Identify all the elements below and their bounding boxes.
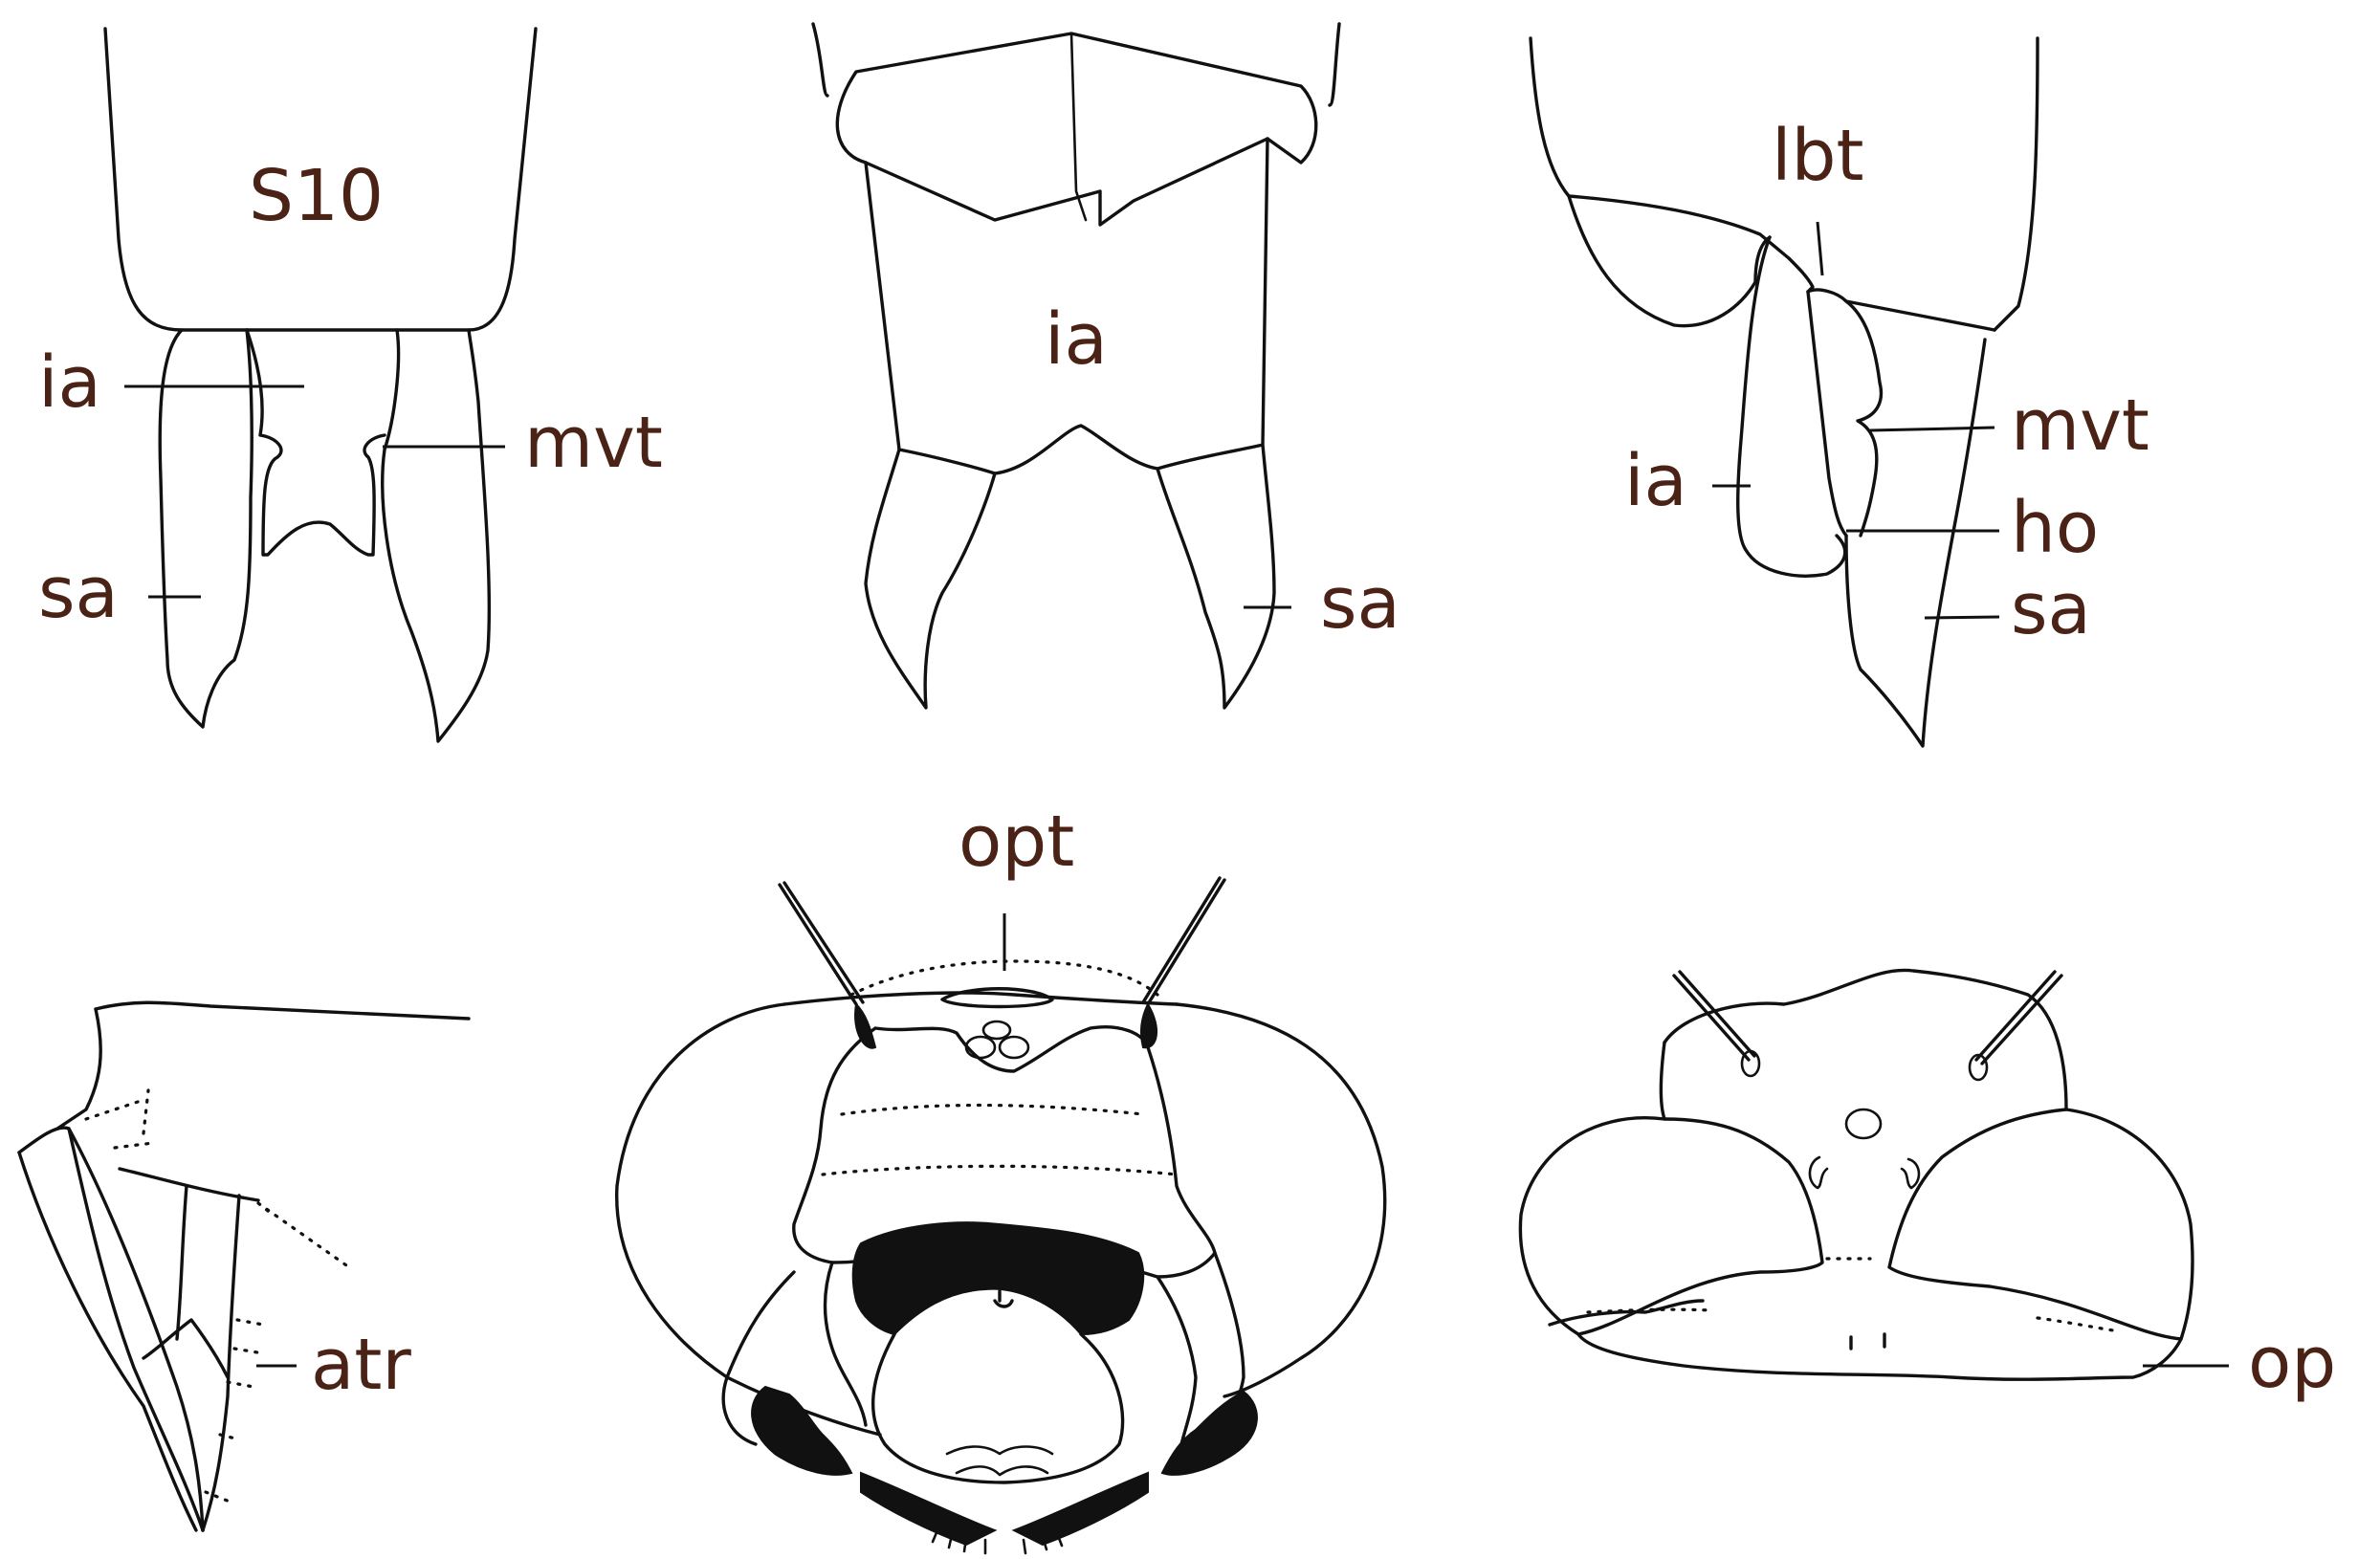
p6-dots-right — [2036, 1316, 2121, 1333]
p5-frons-dots — [821, 1103, 1179, 1176]
p5-opt-dotted-arc — [849, 959, 1159, 997]
p4-vein-inner — [67, 1127, 205, 1532]
p4-label-atr: atr — [311, 1324, 411, 1406]
p5-mouth-outline — [870, 1332, 1125, 1484]
p4-cell-top — [118, 1167, 260, 1202]
p3-mvt-notch — [1844, 299, 1884, 538]
p3-inner-edge — [1806, 290, 1848, 538]
p2-left-appendage — [864, 448, 997, 710]
p1-left-appendage — [158, 328, 253, 729]
p6-ocellus-lateral-left — [1808, 1155, 1829, 1190]
p5-head-top — [782, 991, 1179, 1006]
p5-left-antenna — [778, 881, 865, 1006]
p1-ia-plate — [245, 328, 386, 557]
panel-3-abdomen-lateral: lbt mvt ia ho sa — [1529, 36, 2149, 748]
p5-frons-plate — [792, 1025, 1217, 1279]
p3-sa-leader — [1924, 615, 2000, 620]
p3-left-lobe — [1567, 194, 1772, 328]
panel-6-head-dorsal: op — [1518, 968, 2336, 1404]
p6-dots-left — [1586, 1307, 1714, 1314]
p2-right-appendage — [1156, 443, 1276, 710]
p4-cell-cross — [142, 1318, 230, 1379]
p6-occipital-edge — [1548, 1299, 1705, 1327]
p2-label-sa: sa — [1320, 562, 1400, 645]
p5-labium-black — [860, 1471, 1149, 1547]
p5-ocellus-right — [998, 1035, 1030, 1060]
p5-ocellus-left — [964, 1035, 997, 1060]
p2-ia-plate — [864, 137, 1269, 475]
p3-label-lbt: lbt — [1772, 115, 1864, 197]
p5-label-opt: opt — [959, 801, 1074, 883]
panel-4-wing-base: atr — [17, 1000, 471, 1532]
p3-ia-lobe — [1736, 235, 1847, 578]
p2-body-sides — [811, 22, 1341, 107]
p6-left-eye — [1518, 1116, 1824, 1336]
p5-palp-left — [751, 1385, 853, 1476]
p4-cell-verticals — [175, 1184, 241, 1532]
p5-setae-bottom — [931, 1528, 1064, 1555]
p1-label-s10: S10 — [249, 155, 384, 237]
p6-antenna-socket-left — [1740, 1049, 1761, 1078]
p3-lbt-leader — [1816, 221, 1824, 276]
p3-label-ia: ia — [1624, 440, 1687, 522]
p6-vertex-outline — [1663, 968, 2068, 1111]
p1-right-appendage — [381, 328, 492, 743]
p3-label-sa: sa — [2011, 568, 2091, 650]
p2-midline — [1069, 32, 1088, 222]
p5-lower-left-mandible — [721, 1261, 868, 1446]
p3-mvt-leader — [1869, 426, 1995, 432]
p6-center-stub — [1849, 1332, 1886, 1350]
p2-top-plate — [835, 32, 1318, 227]
p4-vein-outer — [17, 1126, 205, 1532]
p5-antenna-base-left — [854, 1001, 877, 1049]
p5-ocellus-center — [981, 1020, 1012, 1041]
p5-ocellar-area — [940, 987, 1054, 1009]
p3-label-ho: ho — [2011, 487, 2099, 569]
p6-lower-margin — [1576, 1332, 2183, 1381]
p4-top-margin — [94, 1000, 471, 1021]
p6-right-eye — [1887, 1108, 2194, 1341]
p4-front-edge — [55, 1007, 102, 1131]
p6-ocellus-median — [1844, 1108, 1883, 1140]
p5-mentum-lines — [945, 1445, 1054, 1477]
p3-label-mvt: mvt — [2011, 384, 2149, 467]
p6-antenna-socket-right — [1968, 1053, 1989, 1082]
p1-label-mvt: mvt — [524, 402, 663, 484]
p5-palp-right — [1160, 1390, 1258, 1476]
p6-antenna-right — [1974, 970, 2063, 1065]
p3-lbt-process — [1787, 256, 1996, 332]
p6-antenna-left — [1672, 970, 1756, 1062]
p5-antenna-base-right — [1139, 1001, 1158, 1049]
p2-label-ia: ia — [1045, 298, 1108, 381]
p5-labrum-black — [851, 1221, 1145, 1336]
panel-1-abdomen-ventral: S10 ia mvt sa — [38, 27, 663, 743]
p1-label-sa: sa — [38, 552, 119, 634]
p4-left-edge — [17, 1151, 198, 1532]
p6-vertex-left-edge — [1659, 1041, 1666, 1121]
p3-sa-appendage — [1844, 338, 1987, 748]
p6-ocellus-lateral-right — [1900, 1157, 1921, 1190]
panel-2-abdomen-dorsal: ia sa — [811, 22, 1400, 710]
p1-label-ia: ia — [38, 341, 101, 424]
p1-s10-outline — [103, 27, 538, 332]
p5-right-antenna — [1141, 876, 1226, 1006]
p5-mouth-inner — [993, 1289, 1014, 1308]
p4-dotted-veins — [84, 1088, 351, 1504]
p6-label-op: op — [2248, 1322, 2336, 1404]
panel-5-head-frontal: opt — [615, 801, 1387, 1555]
